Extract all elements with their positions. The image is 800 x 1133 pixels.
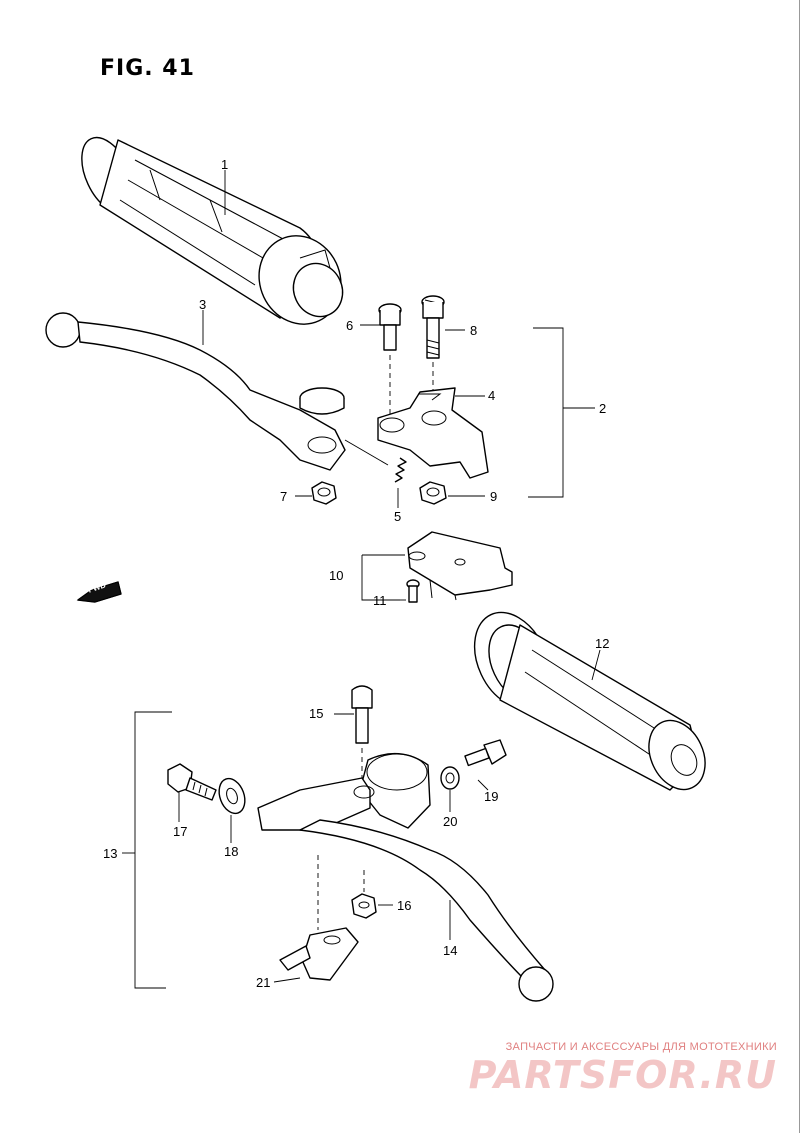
lever-lower [257,752,554,1002]
callout-7: 7 [280,489,288,504]
callout-1: 1 [221,157,229,172]
group-bracket-2 [528,327,564,498]
group-bracket-13 [134,711,172,989]
bolt-19 [464,739,507,767]
callout-16: 16 [397,898,412,913]
bolt-6 [378,303,402,420]
callout-20: 20 [443,814,458,829]
callout-3: 3 [199,297,207,312]
locknut-18 [218,777,246,815]
adjuster-17 [167,763,217,801]
nut-9 [419,481,447,505]
watermark-caption: ЗАПЧАСТИ И АКСЕССУАРЫ ДЛЯ МОТОТЕХНИКИ [505,1041,777,1053]
callout-4: 4 [488,388,496,403]
leader-lines [178,170,601,983]
nut-7 [311,481,337,505]
callout-12: 12 [595,636,610,651]
fwd-arrow-icon [76,581,122,603]
callout-11: 11 [373,593,387,608]
screw-11 [406,579,420,603]
callout-9: 9 [490,489,498,504]
spring-5 [394,457,407,483]
watermark-logo: PARTSFOR.RU [468,1053,777,1097]
callout-18: 18 [224,844,239,859]
callout-17: 17 [173,824,188,839]
callout-6: 6 [346,318,354,333]
screw-8 [421,295,445,408]
lever-bracket [377,387,489,479]
figure-title: FIG. 41 [100,56,195,81]
pin-21 [279,927,359,981]
callout-14: 14 [443,943,458,958]
callout-2: 2 [599,401,607,416]
callout-13: 13 [103,846,118,861]
group-bracket-10 [361,554,405,601]
nut-16 [351,893,377,919]
callout-5: 5 [394,509,402,524]
washer-20 [440,766,460,790]
callout-21: 21 [256,975,271,990]
lever-upper [45,312,389,471]
callout-10: 10 [329,568,344,583]
switch-10 [407,531,513,601]
grip-upper [81,136,344,325]
callout-15: 15 [309,706,324,721]
grip-lower [473,611,706,791]
bolt-15 [351,685,373,790]
callout-19: 19 [484,789,499,804]
callout-8: 8 [470,323,478,338]
